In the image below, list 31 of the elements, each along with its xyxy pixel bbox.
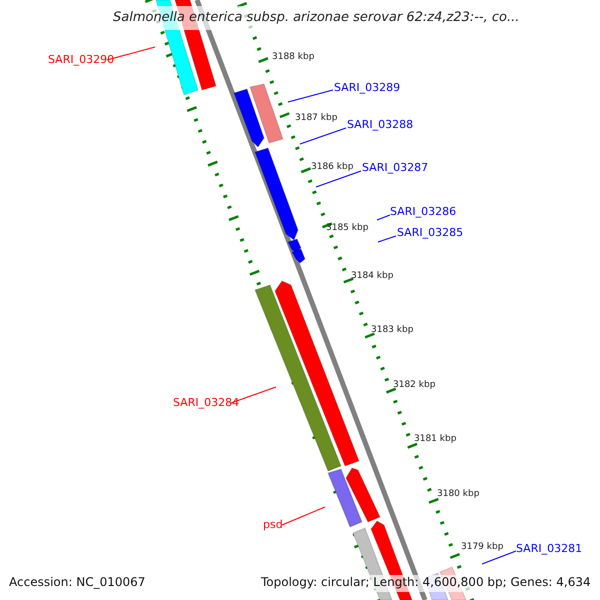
leader-line [288, 90, 334, 102]
gene-label: SARI_03288 [347, 119, 414, 130]
leader-line [300, 128, 346, 144]
gene-label: SARI_03284 [173, 397, 240, 408]
scale-label: 3188 kbp [272, 53, 314, 62]
scale-label: 3181 kbp [414, 435, 456, 444]
scale-label: 3180 kbp [437, 490, 480, 499]
gene-label: SARI_03289 [334, 82, 400, 93]
leader-line [482, 550, 516, 564]
gene-label: SARI_03290 [48, 54, 114, 65]
accession-text: Accession: NC_010067 [9, 576, 146, 588]
scale-label: 3183 kbp [371, 326, 414, 335]
leader-line [376, 214, 390, 220]
gene-label: SARI_03286 [390, 206, 456, 217]
scale-label: 3186 kbp [311, 163, 354, 172]
scale-label: 3187 kbp [295, 114, 338, 123]
map-title: Salmonella enterica subsp. arizonae serovar 62:z4,z23:--, co... [113, 11, 520, 24]
leader-line [282, 506, 326, 526]
leader-line [378, 236, 396, 242]
gene-label: SARI_03285 [397, 227, 464, 238]
leader-line [316, 170, 362, 188]
scale-label: 3179 kbp [461, 543, 504, 552]
gene-label: SARI_03281 [516, 543, 582, 554]
scale-label: 3184 kbp [351, 272, 394, 281]
leader-line [230, 386, 276, 404]
scale-label: 3182 kbp [393, 381, 436, 390]
summary-text: Topology: circular; Length: 4,600,800 bp; Genes: 4,634 [261, 576, 591, 588]
gene-label: SARI_03287 [362, 162, 428, 173]
scale-label: 3185 kbp [326, 224, 368, 233]
gene-label: psd [263, 519, 283, 530]
leader-line [106, 46, 156, 60]
